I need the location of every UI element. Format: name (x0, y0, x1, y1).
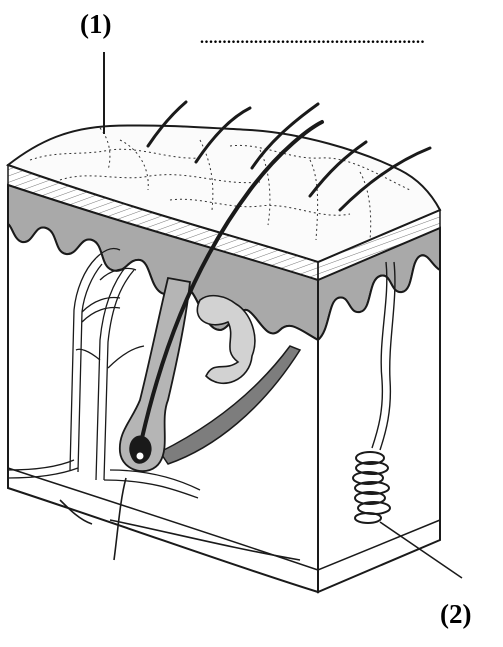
dermal-papilla (136, 452, 144, 460)
label-2: (2) (440, 601, 471, 628)
label-1: (1) (80, 11, 111, 38)
answer-blank: ........................................… (200, 30, 425, 48)
